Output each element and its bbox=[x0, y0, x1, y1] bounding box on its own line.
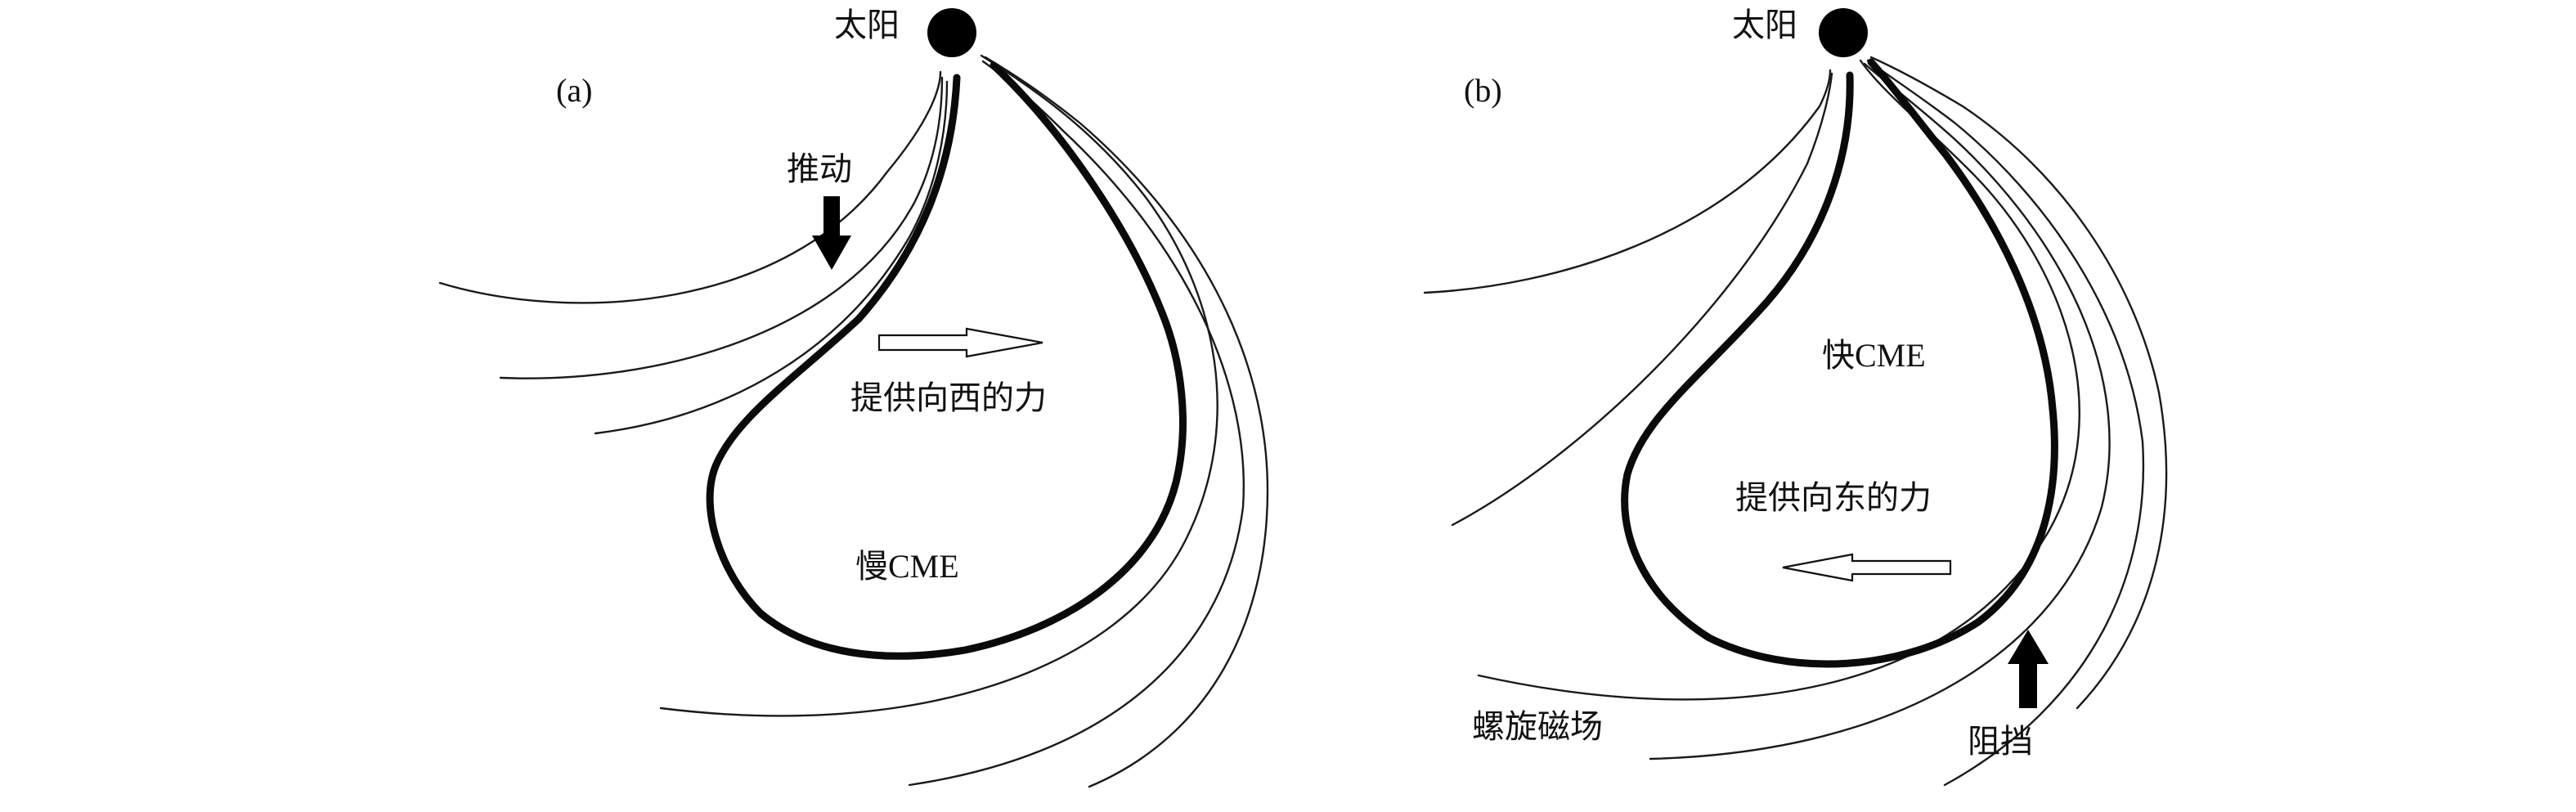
panel-b: 太阳 (b) 快CME 提供向东的力 螺旋磁场 阻挡 bbox=[1423, 7, 2168, 787]
sun-b bbox=[1819, 8, 1868, 57]
panel-a-tag: (a) bbox=[556, 72, 592, 109]
push-arrow-a bbox=[812, 196, 851, 270]
fast-cme-label: 快CME bbox=[1822, 337, 1926, 374]
field-line-b-east-4 bbox=[1869, 56, 2168, 710]
field-line-b-east-2 bbox=[1649, 62, 2111, 760]
east-force-label: 提供向东的力 bbox=[1735, 479, 1932, 516]
block-arrow-b bbox=[2008, 630, 2049, 708]
sun-a bbox=[927, 8, 976, 57]
field-line-b-west-1 bbox=[1423, 69, 1832, 294]
east-force-arrow bbox=[1782, 553, 1952, 582]
panel-a: 太阳 (a) 推动 提供向西的力 慢CME bbox=[438, 7, 1269, 788]
push-label: 推动 bbox=[787, 150, 852, 187]
field-line-a-east-2 bbox=[908, 60, 1245, 787]
slow-cme-label: 慢CME bbox=[855, 548, 959, 585]
cme-loop-b bbox=[1621, 58, 2058, 668]
field-line-a-west-2 bbox=[499, 76, 944, 379]
block-label: 阻挡 bbox=[1968, 723, 2033, 760]
sun-label-b: 太阳 bbox=[1732, 7, 1797, 43]
field-line-a-east-1 bbox=[659, 54, 1218, 717]
field-line-a-west-1 bbox=[438, 70, 942, 304]
panel-b-tag: (b) bbox=[1464, 72, 1502, 109]
field-line-b-east-1 bbox=[1477, 59, 2080, 701]
cme-loop-a bbox=[706, 61, 1187, 660]
field-line-a-east-3 bbox=[984, 56, 1269, 788]
field-line-a-west-3 bbox=[594, 80, 949, 435]
west-force-arrow bbox=[877, 327, 1043, 358]
spiral-field-label: 螺旋磁场 bbox=[1472, 708, 1603, 745]
sun-label-a: 太阳 bbox=[834, 7, 900, 43]
field-line-b-west-2 bbox=[1451, 72, 1833, 527]
field-line-b-east-3 bbox=[1866, 59, 2145, 787]
west-force-label: 提供向西的力 bbox=[850, 379, 1047, 416]
